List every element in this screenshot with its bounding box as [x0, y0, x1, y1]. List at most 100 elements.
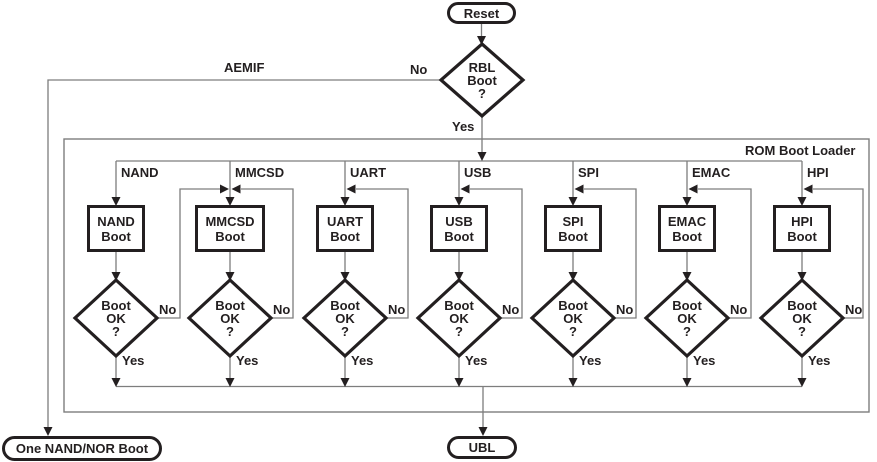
arrow-into-usb-box — [454, 197, 464, 206]
usb-retry-loop — [470, 188, 523, 319]
spi-retry-loop — [584, 188, 637, 319]
nand-boot-box-line2: Boot — [101, 228, 131, 244]
usb-boot-box: USB Boot — [430, 205, 488, 252]
uart-boot-box-line1: UART — [326, 213, 364, 229]
usb-decision-line2: OK — [449, 311, 469, 326]
arrow-into-mmcsd-box — [225, 197, 235, 206]
arrow-usb-retry — [460, 184, 470, 194]
arrow-yes-into-rom — [477, 152, 487, 161]
hpi-decision-diamond — [758, 277, 846, 359]
mmcsd-decision-diamond — [186, 277, 274, 359]
emac-boot-box-line2: Boot — [672, 228, 702, 244]
arrow-into-spi-box — [568, 197, 578, 206]
connector-lines — [47, 24, 864, 429]
emac-boot-box-line1: EMAC — [667, 213, 707, 229]
branch-label-uart: UART — [350, 165, 387, 180]
hpi-decision-line1: Boot — [787, 298, 817, 313]
usb-boot-box-line1: USB — [445, 213, 473, 229]
emac-yes-label: Yes — [693, 353, 716, 368]
hpi-boot-box-line2: Boot — [787, 228, 817, 244]
reset-terminal: Reset — [447, 2, 516, 24]
uart-no-label: No — [388, 302, 406, 317]
arrow-mmcsd-yes — [225, 378, 235, 387]
branch-label-nand: NAND — [121, 165, 159, 180]
usb-decision-line1: Boot — [444, 298, 474, 313]
spi-decision-line2: OK — [563, 311, 583, 326]
emac-decision-text: Boot OK ? — [652, 299, 722, 338]
nand-no-to-mmcsd-path — [157, 188, 221, 319]
uart-decision-text: Boot OK ? — [310, 299, 380, 338]
rbl-no-label: No — [410, 62, 428, 77]
usb-no-label: No — [502, 302, 520, 317]
nand-decision-line2: OK — [106, 311, 126, 326]
emac-decision-line2: OK — [677, 311, 697, 326]
hpi-boot-box: HPI Boot — [773, 205, 831, 252]
uart-decision-line1: Boot — [330, 298, 360, 313]
nand-decision-diamond — [72, 277, 160, 359]
arrow-into-uart-box — [340, 197, 350, 206]
rom-boot-loader-title: ROM Boot Loader — [745, 143, 856, 158]
nand-decision-line1: Boot — [101, 298, 131, 313]
rbl-text-line1: RBL — [468, 60, 496, 75]
rom-boot-loader-box — [63, 138, 870, 413]
hpi-no-label: No — [845, 302, 863, 317]
emac-decision-line1: Boot — [672, 298, 702, 313]
rbl-yes-label: Yes — [452, 119, 475, 134]
nand-decision-text: Boot OK ? — [81, 299, 151, 338]
aemif-label: AEMIF — [224, 60, 265, 75]
uart-boot-box: UART Boot — [316, 205, 374, 252]
hpi-decision-line2: OK — [792, 311, 812, 326]
decision-diamonds — [72, 41, 846, 359]
hpi-decision-line3: ? — [798, 324, 806, 339]
spi-no-label: No — [616, 302, 634, 317]
spi-yes-label: Yes — [579, 353, 602, 368]
arrow-hpi-retry — [803, 184, 813, 194]
mmcsd-decision-line3: ? — [226, 324, 234, 339]
mmcsd-retry-loop — [241, 188, 294, 319]
mmcsd-no-label: No — [273, 302, 291, 317]
spi-decision-diamond — [529, 277, 617, 359]
aemif-no-path — [47, 79, 440, 429]
branch-label-emac: EMAC — [692, 165, 731, 180]
arrow-into-usb-decision — [454, 272, 464, 281]
mmcsd-decision-line1: Boot — [215, 298, 245, 313]
arrow-into-nand-decision — [111, 272, 121, 281]
emac-boot-box: EMAC Boot — [658, 205, 716, 252]
arrow-into-ubl — [478, 427, 488, 436]
mmcsd-decision-line2: OK — [220, 311, 240, 326]
nand-boot-box: NAND Boot — [87, 205, 145, 252]
arrow-uart-yes — [340, 378, 350, 387]
arrow-into-emac-decision — [682, 272, 692, 281]
nand-nor-terminal: One NAND/NOR Boot — [2, 436, 162, 461]
emac-no-label: No — [730, 302, 748, 317]
usb-decision-line3: ? — [455, 324, 463, 339]
arrow-hpi-yes — [797, 378, 807, 387]
arrow-into-nand-nor — [43, 427, 53, 436]
yes-drop-lines — [115, 356, 803, 380]
arrow-spi-retry — [574, 184, 584, 194]
branch-label-spi: SPI — [578, 165, 599, 180]
arrowheads — [43, 36, 813, 436]
arrow-into-nand-box — [111, 197, 121, 206]
uart-decision-diamond — [301, 277, 389, 359]
uart-yes-label: Yes — [351, 353, 374, 368]
emac-decision-line3: ? — [683, 324, 691, 339]
spi-decision-line3: ? — [569, 324, 577, 339]
arrow-nand-no-into-mmcsd — [220, 184, 229, 194]
arrow-into-rbl — [477, 36, 486, 45]
nand-boot-box-line1: NAND — [97, 213, 135, 229]
mmcsd-boot-box: MMCSD Boot — [195, 205, 265, 252]
nand-yes-label: Yes — [122, 353, 145, 368]
spi-boot-box-line2: Boot — [558, 228, 588, 244]
emac-retry-loop — [698, 188, 752, 319]
emac-decision-diamond — [643, 277, 731, 359]
arrow-into-hpi-decision — [797, 272, 807, 281]
hpi-yes-label: Yes — [808, 353, 831, 368]
ubl-terminal: UBL — [447, 436, 517, 459]
arrow-emac-yes — [682, 378, 692, 387]
usb-boot-box-line2: Boot — [444, 228, 474, 244]
mmcsd-boot-box-line2: Boot — [215, 228, 245, 244]
branch-label-hpi: HPI — [807, 165, 829, 180]
rbl-decision-text: RBL Boot ? — [447, 61, 517, 100]
